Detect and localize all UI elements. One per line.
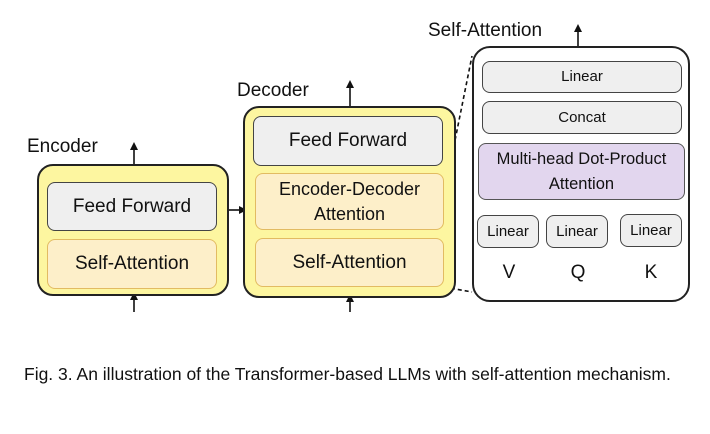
detail-linear-k: Linear	[620, 214, 682, 247]
detail-input-k: K	[644, 262, 658, 283]
detail-linear-q: Linear	[546, 215, 608, 248]
detail-multihead-attention: Multi-head Dot-Product Attention	[478, 143, 685, 200]
enc-dec-attention-line1: Encoder-Decoder	[278, 178, 421, 199]
encoder-title: Encoder	[27, 136, 98, 157]
detail-concat: Concat	[482, 101, 682, 134]
detail-linear-top: Linear	[482, 61, 682, 93]
decoder-title: Decoder	[237, 80, 309, 101]
figure-caption: Fig. 3. An illustration of the Transform…	[24, 364, 671, 384]
detail-linear-v: Linear	[477, 215, 539, 248]
encoder-feed-forward: Feed Forward	[47, 182, 217, 231]
enc-dec-attention-line2: Attention	[313, 203, 386, 224]
detail-input-q: Q	[570, 262, 586, 283]
decoder-feed-forward: Feed Forward	[253, 116, 443, 166]
zoom-line-bottom	[443, 286, 473, 293]
encoder-self-attention: Self-Attention	[47, 239, 217, 289]
detail-input-v: V	[502, 262, 516, 283]
multihead-line2: Attention	[548, 174, 615, 193]
decoder-encoder-decoder-attention: Encoder-Decoder Attention	[255, 173, 444, 230]
detail-title: Self-Attention	[428, 20, 543, 41]
decoder-self-attention: Self-Attention	[255, 238, 444, 287]
multihead-line1: Multi-head Dot-Product	[496, 149, 667, 168]
